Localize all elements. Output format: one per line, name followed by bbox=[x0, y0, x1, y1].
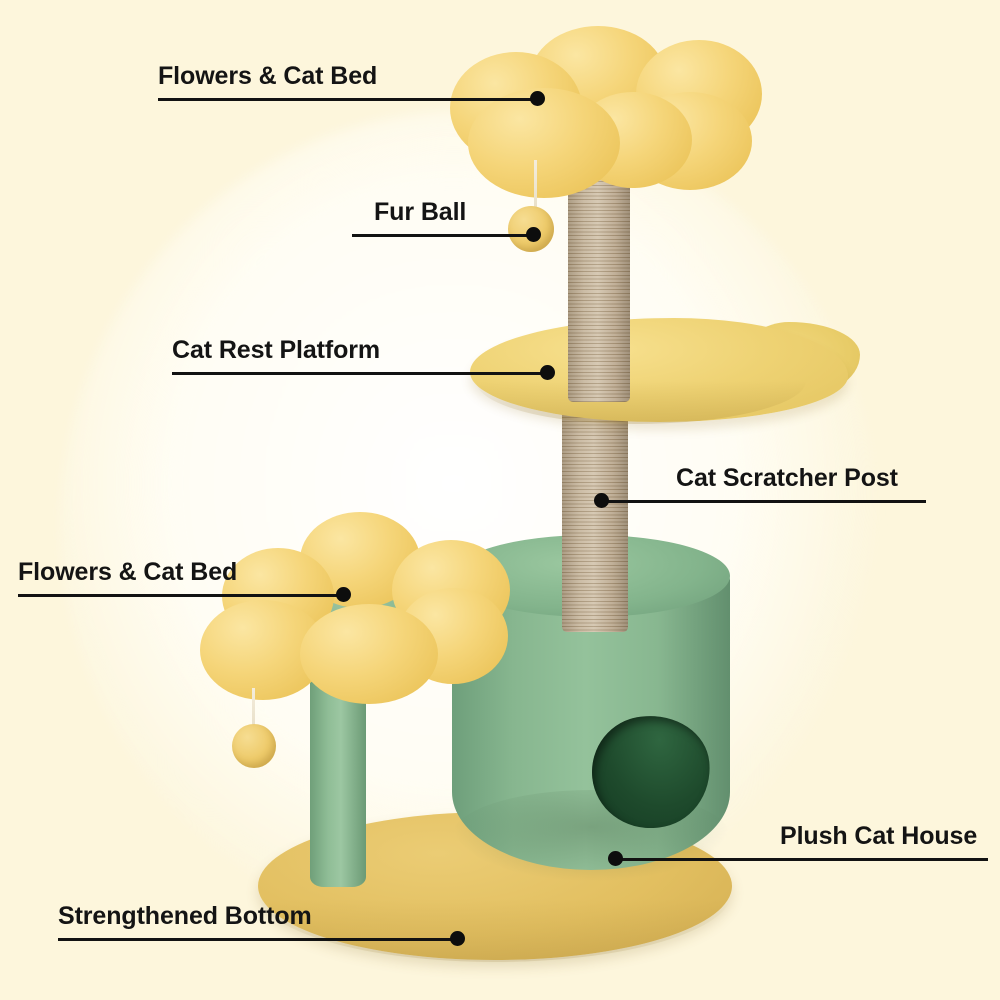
leader-dot bbox=[526, 227, 541, 242]
leader-line bbox=[18, 594, 344, 597]
annotation-label: Flowers & Cat Bed bbox=[158, 62, 378, 90]
leader-dot bbox=[336, 587, 351, 602]
leader-line bbox=[352, 234, 534, 237]
leader-line bbox=[616, 858, 988, 861]
annotation-label: Flowers & Cat Bed bbox=[18, 558, 238, 586]
lower-fur-ball-string bbox=[252, 688, 255, 730]
annotation-label: Fur Ball bbox=[374, 198, 467, 226]
rest-platform bbox=[470, 318, 848, 422]
annotation-label: Plush Cat House bbox=[780, 822, 978, 850]
leader-line bbox=[602, 500, 926, 503]
annotation-label: Strengthened Bottom bbox=[58, 902, 312, 930]
leader-line bbox=[158, 98, 538, 101]
annotation-label: Cat Scratcher Post bbox=[676, 464, 898, 492]
green-support-column bbox=[310, 672, 366, 887]
leader-dot bbox=[594, 493, 609, 508]
lower-fur-ball bbox=[232, 724, 276, 768]
rest-platform-rim bbox=[476, 352, 806, 424]
upper-sisal-post bbox=[568, 156, 630, 402]
leader-line bbox=[58, 938, 458, 941]
annotation-label: Cat Rest Platform bbox=[172, 336, 381, 364]
lower-sisal-post bbox=[562, 392, 628, 632]
leader-dot bbox=[450, 931, 465, 946]
leader-dot bbox=[608, 851, 623, 866]
top-bed-petal bbox=[468, 88, 620, 198]
leader-dot bbox=[530, 91, 545, 106]
lower-bed-petal bbox=[300, 604, 438, 704]
leader-dot bbox=[540, 365, 555, 380]
leader-line bbox=[172, 372, 548, 375]
upper-fur-ball-string bbox=[534, 160, 537, 212]
